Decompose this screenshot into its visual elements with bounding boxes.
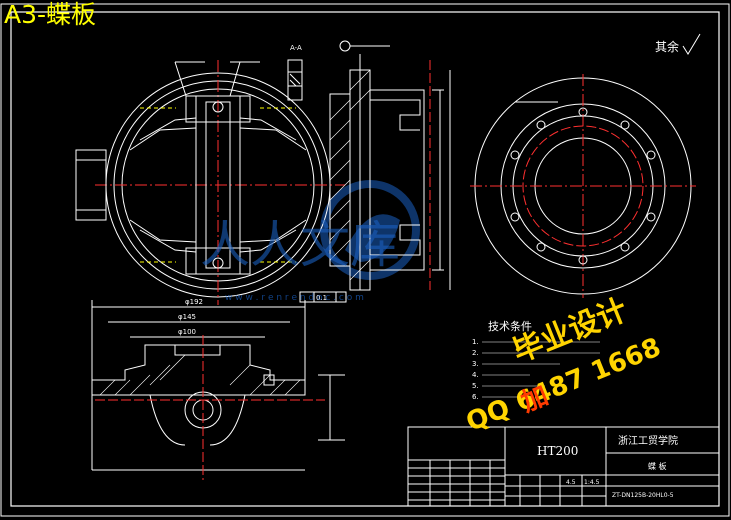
tech-lines <box>482 341 600 398</box>
roughness-note: 其余 <box>655 39 679 54</box>
material: HT200 <box>537 444 578 458</box>
tech-item: 1. <box>472 338 479 346</box>
school-name: 浙江工贸学院 <box>618 434 678 447</box>
dim-d2: φ145 <box>178 313 196 321</box>
watermark-site: w w w . r e n r e n d o c . c o m <box>225 293 364 303</box>
inner-frame <box>10 11 720 507</box>
part-name: 蝶 板 <box>648 461 667 471</box>
scale-ratio: 1:4.5 <box>584 479 600 486</box>
outer-frame <box>0 3 730 517</box>
bottom-section <box>91 300 345 480</box>
watermark-cn: 人人文库 <box>200 216 400 274</box>
flatness-value: 0.1 <box>316 294 327 302</box>
side-section <box>329 40 451 291</box>
tech-item: 6. <box>472 393 479 401</box>
drawing-title: A3-蝶板 <box>4 0 97 29</box>
tech-item: 5. <box>472 382 479 390</box>
tech-item: 3. <box>472 360 479 368</box>
detail-aa <box>287 59 303 101</box>
flatness-frame <box>299 291 347 303</box>
bolt-holes <box>510 107 656 265</box>
tech-items: 1. 2. 3. 4. 5. 6. <box>472 338 479 401</box>
title-block <box>407 426 720 507</box>
dim-d3: φ100 <box>178 328 196 336</box>
tech-item: 2. <box>472 349 479 357</box>
section-label: A-A <box>290 44 302 52</box>
scale-value: 4.5 <box>566 479 576 486</box>
dim-d1: φ192 <box>185 298 203 306</box>
roughness-symbol <box>682 33 701 55</box>
drawing-number: ZT-DN125B-20HL0-5 <box>612 492 674 499</box>
tech-title: 技术条件 <box>488 319 532 333</box>
tech-item: 4. <box>472 371 479 379</box>
